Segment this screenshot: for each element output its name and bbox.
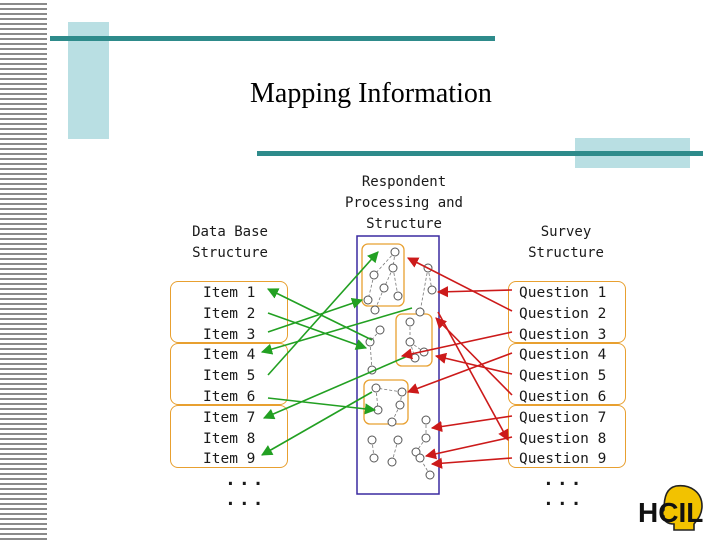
database-item: Item 2	[203, 305, 256, 322]
database-item: Item 8	[203, 430, 256, 447]
database-item: Item 9	[203, 451, 256, 468]
survey-question: Question 5	[519, 368, 607, 385]
respondent-tree-edges	[367, 251, 433, 476]
database-title-line1: Data Base	[192, 224, 268, 240]
database-item-list: Item 1 Item 2 Item 3 Item 4 Item 5 Item …	[203, 283, 255, 470]
respondent-tree-nodes	[363, 247, 437, 480]
red-mapping-arrows	[400, 257, 513, 469]
database-item: Item 6	[203, 388, 256, 405]
respondent-structure-label: Respondent Processing and Structure	[330, 172, 478, 235]
database-item: Item 7	[203, 409, 256, 426]
survey-question-list: Question 1 Question 2 Question 3 Questio…	[519, 283, 606, 470]
survey-question: Question 1	[519, 285, 607, 301]
head-profile-icon	[659, 484, 703, 531]
respondent-group-3	[363, 379, 409, 425]
database-item: Item 3	[203, 326, 256, 343]
survey-question: Question 2	[519, 305, 607, 322]
survey-question: Question 3	[519, 326, 607, 343]
database-item: Item 1	[203, 285, 256, 301]
database-item: Item 5	[203, 368, 256, 385]
survey-question: Question 9	[519, 451, 607, 468]
database-ellipsis-1: ...	[225, 469, 267, 490]
respondent-title-line2: Processing and	[344, 195, 463, 211]
database-ellipsis-2: ...	[225, 489, 267, 510]
respondent-title-line3: Structure	[366, 216, 442, 232]
survey-ellipsis-2: ...	[543, 489, 585, 510]
database-title-line2: Structure	[192, 245, 268, 261]
survey-question: Question 4	[519, 347, 607, 364]
respondent-outline	[356, 235, 440, 495]
logo-text: HCIL	[638, 497, 703, 528]
survey-structure-label: Survey Structure	[516, 222, 616, 264]
survey-question: Question 6	[519, 388, 607, 405]
survey-title-line1: Survey	[540, 224, 592, 240]
database-structure-label: Data Base Structure	[180, 222, 280, 264]
database-item: Item 4	[203, 347, 256, 364]
respondent-group-1	[361, 243, 405, 307]
slide-title: Mapping Information	[250, 78, 492, 109]
respondent-group-2	[395, 313, 433, 367]
accent-block-top	[68, 22, 109, 139]
hcil-logo: HCIL	[638, 484, 703, 531]
striped-margin	[0, 0, 50, 540]
accent-bar-right	[257, 151, 703, 156]
respondent-title-line1: Respondent	[361, 174, 447, 190]
accent-bar-top	[50, 36, 495, 41]
survey-ellipsis-1: ...	[543, 469, 585, 490]
survey-title-line2: Structure	[528, 245, 604, 261]
survey-question: Question 8	[519, 430, 607, 447]
survey-question: Question 7	[519, 409, 607, 426]
